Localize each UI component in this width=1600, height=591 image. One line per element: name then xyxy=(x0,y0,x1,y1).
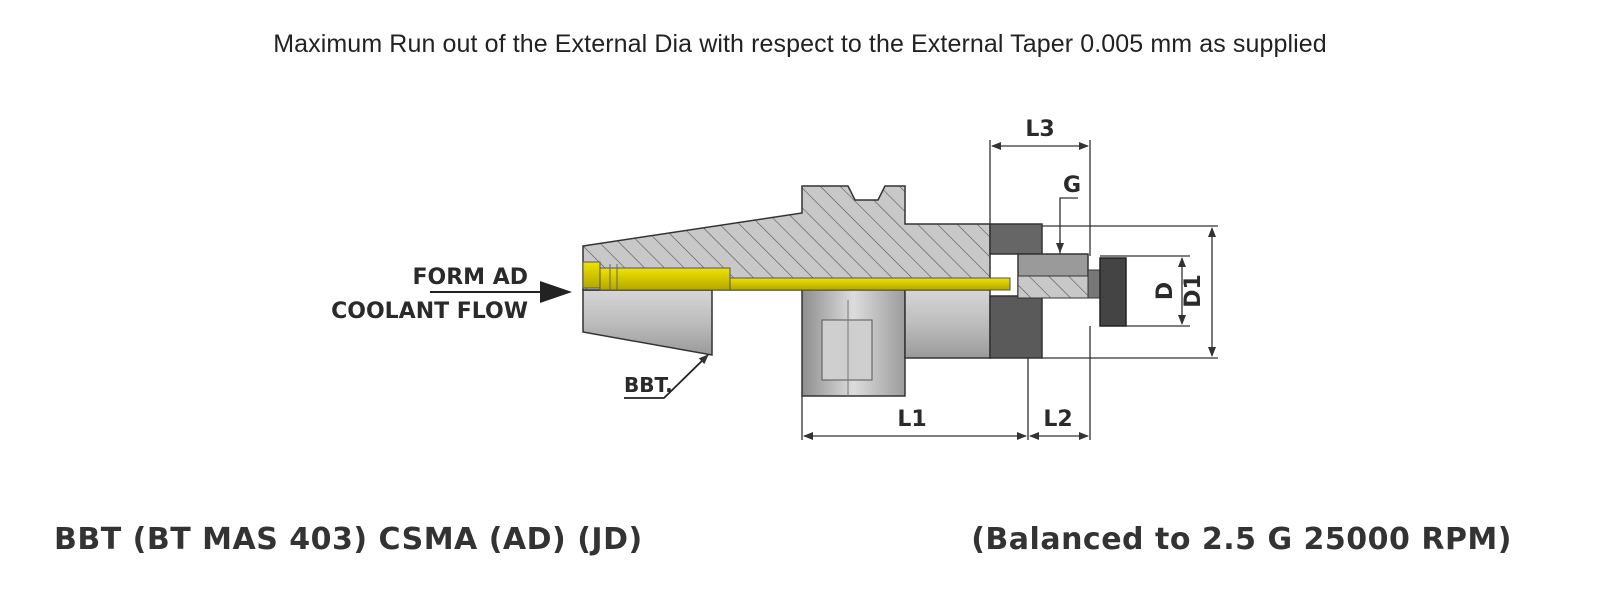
dim-d1-label: D1 xyxy=(1181,274,1206,308)
taper-label: BBT. xyxy=(624,373,673,397)
balance-spec: (Balanced to 2.5 G 25000 RPM) xyxy=(971,522,1512,557)
coolant-label-line2: COOLANT FLOW xyxy=(331,299,528,324)
coolant-label-line1: FORM AD xyxy=(412,265,528,290)
taper-lower-half xyxy=(582,289,713,356)
dim-l1-label: L1 xyxy=(897,407,926,432)
runout-note: Maximum Run out of the External Dia with… xyxy=(273,30,1327,58)
coolant-channel xyxy=(582,261,1011,291)
arbor-nose xyxy=(989,223,1127,359)
dimension-lines xyxy=(801,140,1218,440)
dim-l2-label: L2 xyxy=(1043,407,1072,432)
coolant-arrow xyxy=(430,281,572,303)
dim-d-label: D xyxy=(1153,282,1178,300)
flange-lower xyxy=(801,289,991,397)
dim-l3-label: L3 xyxy=(1025,117,1054,142)
dim-g-label: G xyxy=(1063,173,1081,198)
taper-leader-line xyxy=(624,354,709,399)
product-code: BBT (BT MAS 403) CSMA (AD) (JD) xyxy=(54,522,643,557)
